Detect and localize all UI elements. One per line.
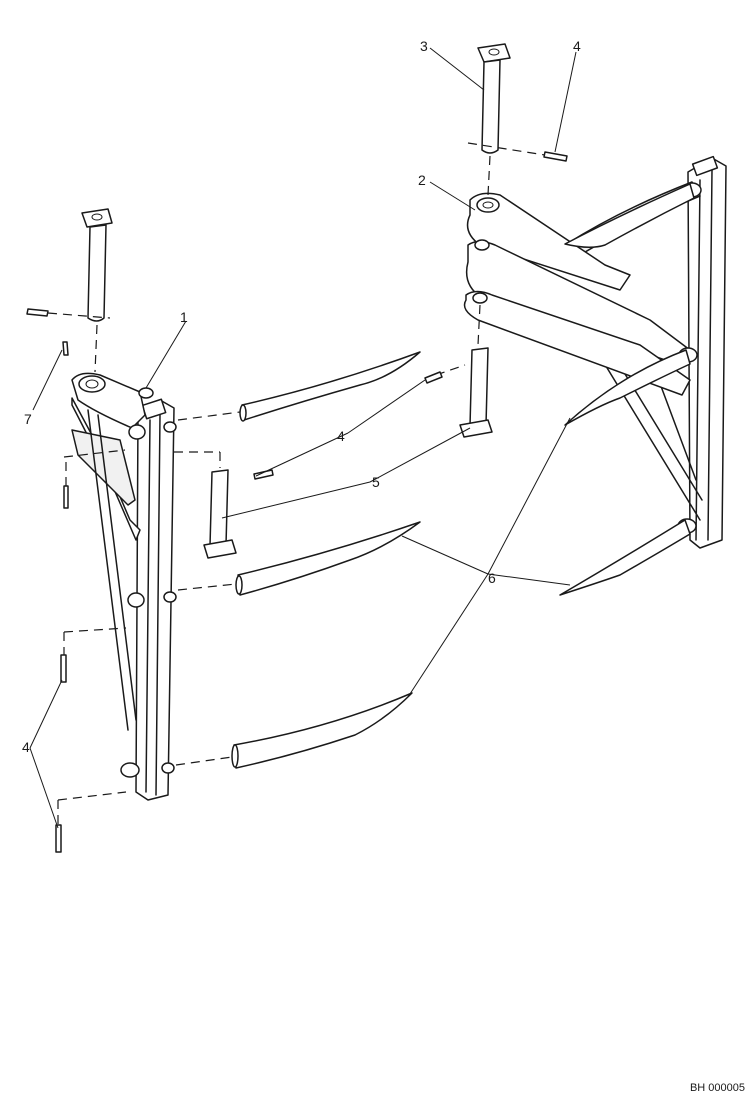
callouts: 1 2 3 4 4 4 5 6 7 (22, 38, 581, 755)
callout-4-left: 4 (22, 739, 30, 755)
right-tines (559, 183, 695, 596)
leader-lines (29, 47, 577, 829)
drawing-reference-code: BH 000005 (689, 1082, 745, 1094)
callout-4-middle: 4 (337, 428, 345, 444)
pin-top-left (81, 208, 113, 373)
left-tines (175, 351, 421, 769)
callout-7: 7 (24, 411, 32, 427)
callout-5: 5 (372, 474, 380, 490)
callout-6: 6 (488, 570, 496, 586)
right-frame-assembly (463, 155, 727, 549)
clip-pin-top-left (26, 308, 111, 319)
callout-4-top: 4 (573, 38, 581, 54)
pin-5-left (174, 451, 274, 559)
lynch-pin-7 (62, 341, 69, 356)
pin-5-right (424, 304, 493, 438)
left-frame-assembly (71, 372, 177, 801)
clip-pins-left (55, 449, 127, 853)
callout-2: 2 (418, 172, 426, 188)
pin-3 (477, 43, 511, 196)
clip-pin-top-right (467, 142, 568, 162)
callout-3: 3 (420, 38, 428, 54)
callout-1: 1 (180, 309, 188, 325)
